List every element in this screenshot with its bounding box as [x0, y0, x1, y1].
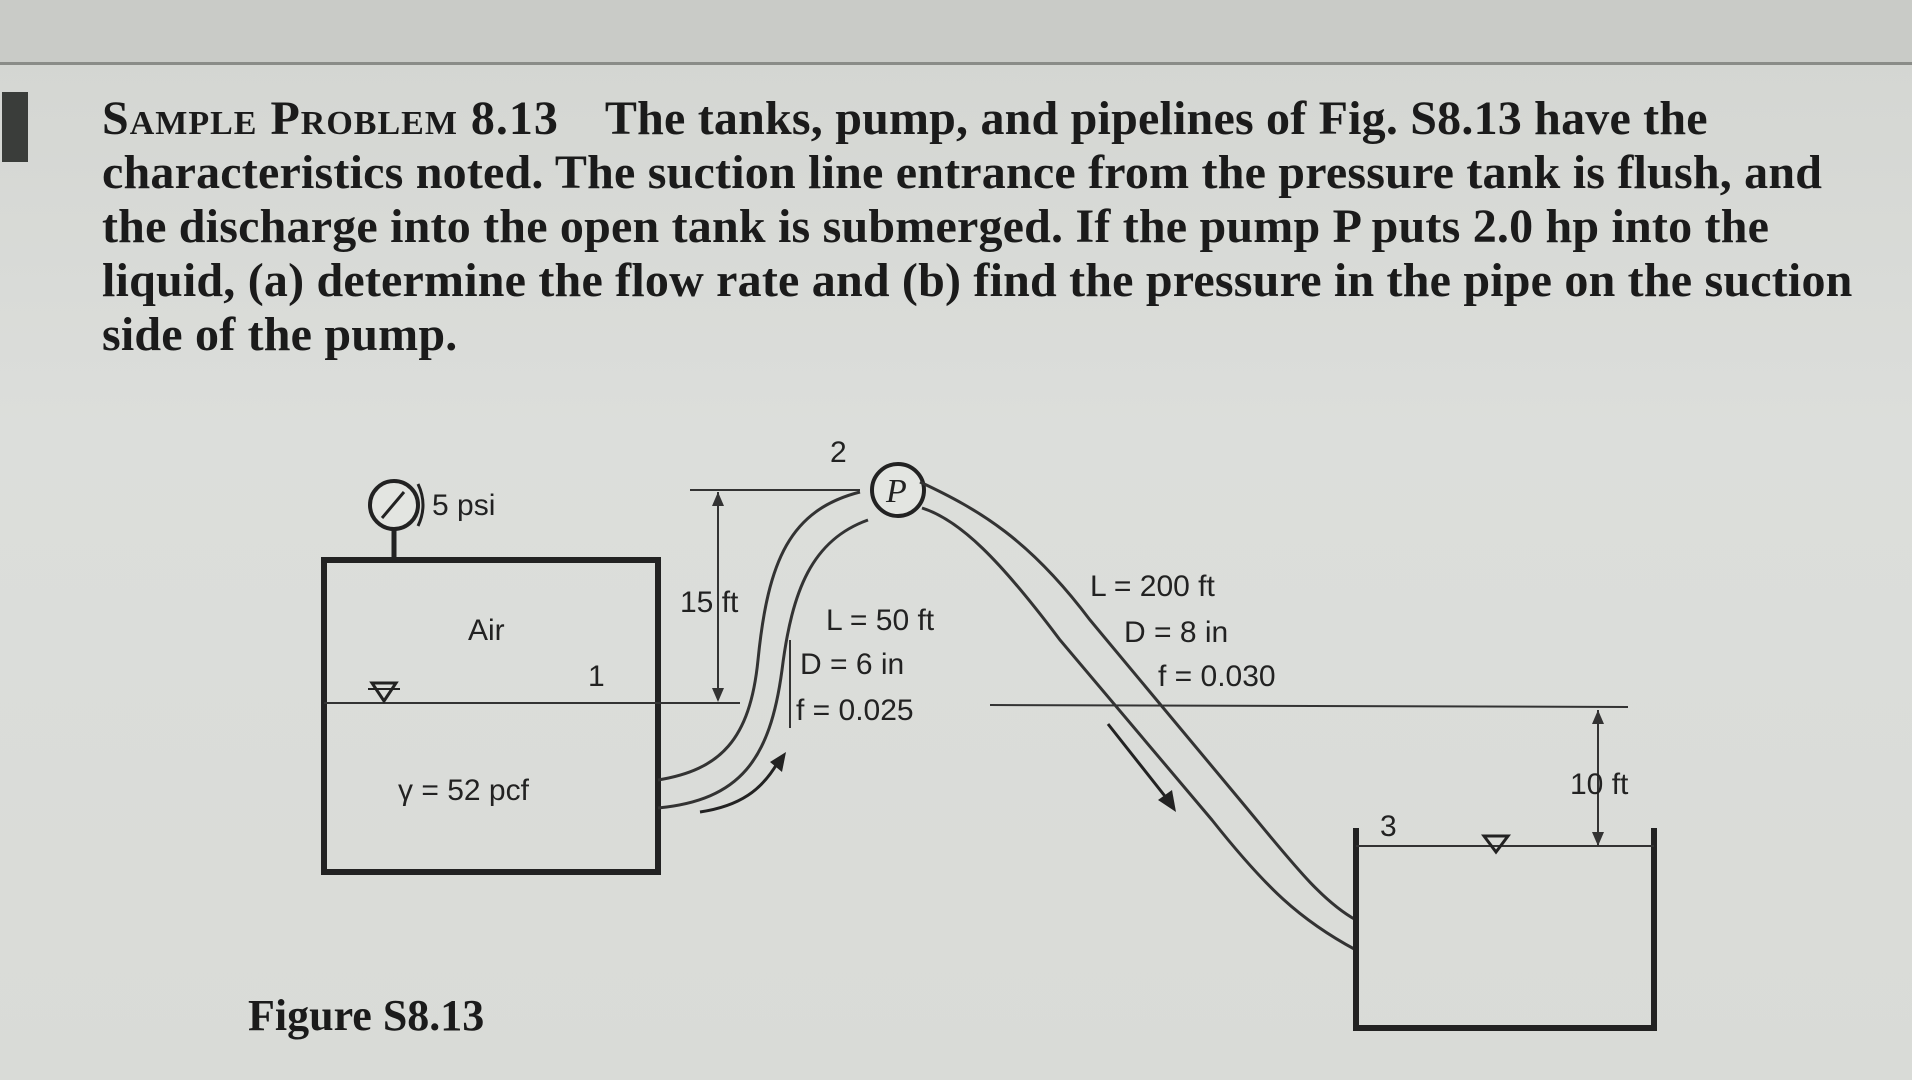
air-label: Air: [468, 614, 505, 647]
open-tank: [1353, 828, 1657, 1031]
top-strip: [0, 0, 1912, 65]
suction-pipe-lower-wall: [657, 490, 861, 782]
reference-line: [989, 704, 1629, 708]
discharge-flow-arrow: [1106, 723, 1170, 801]
discharge-pipe-lower-wall: [921, 506, 1357, 952]
discharge-pipe-upper-wall: [919, 480, 1357, 922]
arrow-down: [712, 688, 724, 702]
pump-icon: [870, 462, 926, 518]
height-10-label: 10 ft: [1570, 768, 1629, 801]
figure-caption: Figure S8.13: [248, 991, 485, 1040]
suction-pipe-upper-wall: [657, 518, 869, 810]
margin-mark: [2, 92, 28, 162]
suction-L: L = 50 ft: [826, 604, 935, 637]
arrow-up-10: [1592, 710, 1604, 724]
problem-text: The tanks, pump, and pipelines of Fig. S…: [102, 92, 1853, 361]
point-2-label: 2: [830, 436, 847, 469]
gauge-needle: [380, 491, 406, 519]
discharge-L: L = 200 ft: [1090, 570, 1215, 603]
pressure-tank: [321, 557, 661, 875]
problem-heading: Sample Problem 8.13: [102, 92, 559, 145]
point-3-label: 3: [1380, 810, 1397, 843]
gauge-label: 5 psi: [432, 489, 495, 522]
point-1-label: 1: [588, 660, 605, 693]
discharge-D: D = 8 in: [1124, 616, 1228, 649]
suction-f: f = 0.025: [796, 694, 914, 727]
gamma-label: γ = 52 pcf: [398, 774, 530, 807]
free-surface-symbol-right: [1481, 834, 1511, 855]
pump-label: P: [885, 473, 907, 510]
suction-flow-arrow: [699, 761, 780, 814]
gauge-bracket: [416, 483, 425, 527]
height-15-label: 15 ft: [680, 586, 739, 619]
arrow-up: [712, 492, 724, 506]
suction-arrowhead: [770, 752, 786, 772]
free-surface-symbol-left: [369, 681, 399, 704]
discharge-arrowhead: [1158, 790, 1176, 812]
discharge-f: f = 0.030: [1158, 660, 1276, 693]
suction-D: D = 6 in: [800, 648, 904, 681]
arrow-down-10: [1592, 832, 1604, 846]
